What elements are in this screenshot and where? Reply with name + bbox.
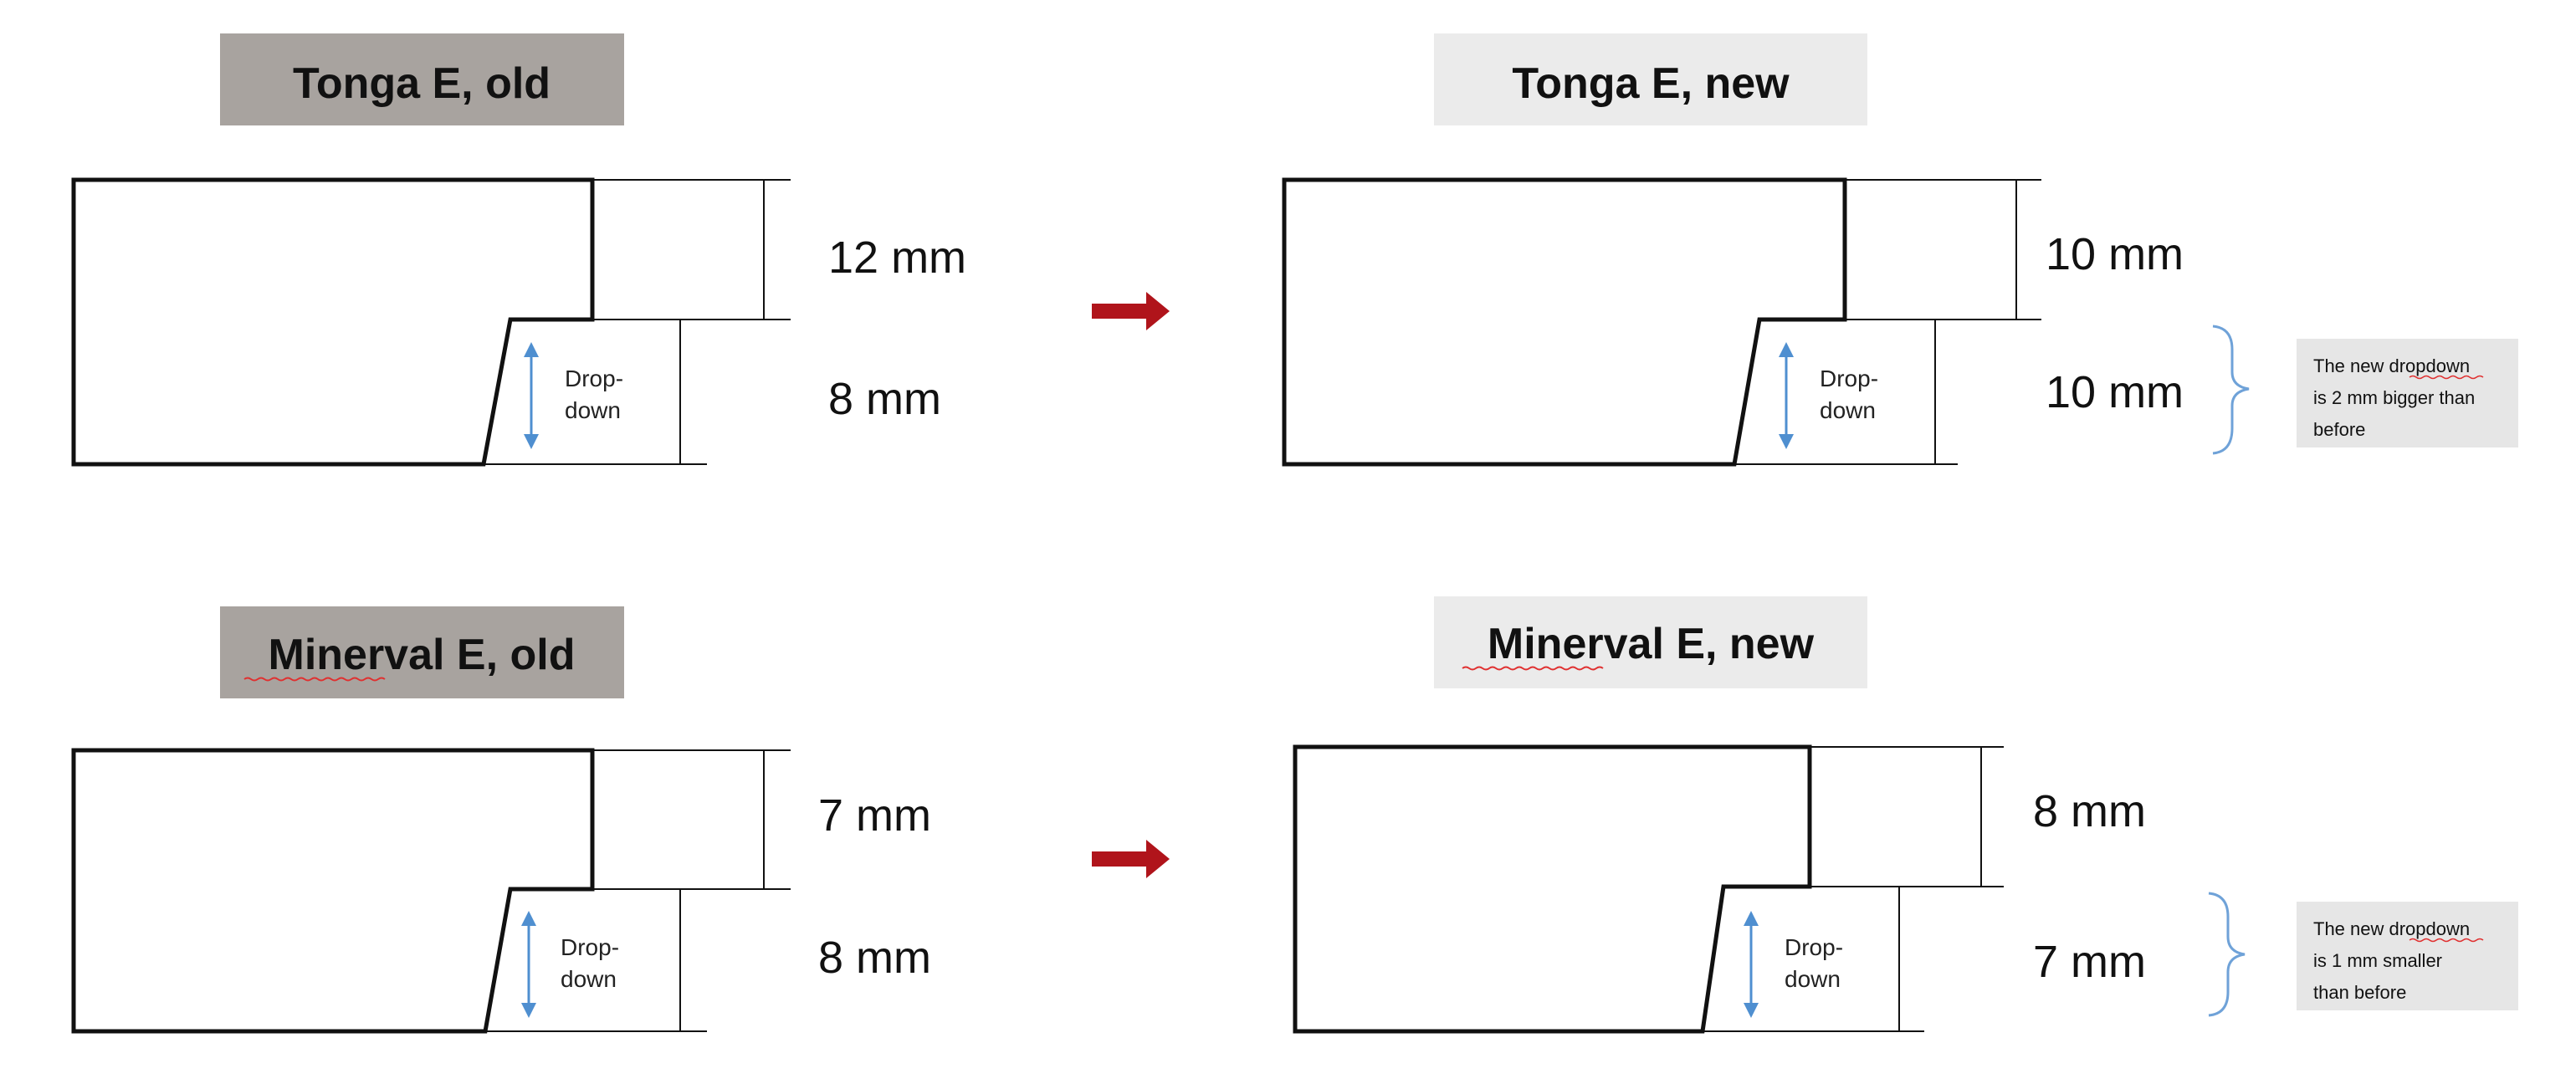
- note-line-2: is 2 mm bigger than: [2313, 387, 2475, 408]
- dimension-bottom-value: 8 mm: [828, 374, 941, 424]
- panel-title: Tonga E, old: [293, 59, 551, 108]
- dropdown-label-line2: down: [561, 966, 617, 992]
- note-line-3: than before: [2313, 982, 2406, 1003]
- profile-outline: [1282, 177, 1847, 467]
- dropdown-label-line2: down: [1820, 397, 1876, 423]
- profile-outline: [71, 177, 595, 467]
- dropdown-label-line1: Drop-: [1785, 934, 1843, 960]
- note-line-1: The new dropdown: [2313, 918, 2470, 939]
- panel-title: Tonga E, new: [1512, 59, 1790, 108]
- dropdown-label-line1: Drop-: [561, 934, 619, 960]
- panel-title: Minerval E, new: [1488, 620, 1815, 668]
- dimension-top-value: 7 mm: [818, 790, 931, 841]
- dropdown-label-line2: down: [565, 397, 621, 423]
- note-background: [2297, 902, 2518, 1010]
- panel-title: Minerval E, old: [269, 631, 576, 679]
- right-arrow-icon: [1092, 840, 1170, 878]
- profile-outline: [1293, 744, 1812, 1034]
- panel-tonga-new: Tonga E, new Drop- down 10 mm 10 mm The …: [1282, 33, 2518, 467]
- profile-outline: [71, 748, 595, 1034]
- dropdown-label-line1: Drop-: [1820, 366, 1878, 391]
- panel-tonga-old: Tonga E, old Drop- down 12 mm 8 mm: [71, 33, 966, 467]
- title-box: [220, 33, 624, 125]
- dimension-bottom-value: 7 mm: [2033, 937, 2146, 987]
- dropdown-label-line2: down: [1785, 966, 1841, 992]
- curly-brace-icon: [2212, 325, 2250, 455]
- dropdown-label-line1: Drop-: [565, 366, 623, 391]
- note-line-3: before: [2313, 419, 2365, 440]
- annotation-note: The new dropdown is 2 mm bigger than bef…: [2297, 339, 2518, 447]
- spellcheck-underline: [1462, 666, 1604, 671]
- dimension-top-value: 10 mm: [2046, 229, 2184, 279]
- note-background: [2297, 339, 2518, 447]
- note-line-1: The new dropdown: [2313, 355, 2470, 376]
- dimension-top-value: 12 mm: [828, 233, 966, 283]
- note-line-2: is 1 mm smaller: [2313, 950, 2442, 971]
- spellcheck-underline: [2409, 375, 2484, 380]
- dimension-bottom-value: 10 mm: [2046, 367, 2184, 417]
- dimension-top-value: 8 mm: [2033, 786, 2146, 836]
- title-box: [220, 606, 624, 698]
- dimension-bottom-value: 8 mm: [818, 933, 931, 983]
- panel-minerval-old: Minerval E, old Drop- down 7 mm 8 mm: [71, 606, 931, 1034]
- right-arrow-icon: [1092, 292, 1170, 330]
- spellcheck-underline: [243, 677, 386, 682]
- annotation-note: The new dropdown is 1 mm smaller than be…: [2297, 902, 2518, 1010]
- spellcheck-underline: [2409, 938, 2484, 943]
- curly-brace-icon: [2208, 892, 2246, 1017]
- title-box: [1434, 33, 1867, 125]
- panel-minerval-new: Minerval E, new Drop- down 8 mm 7 mm The…: [1293, 596, 2518, 1034]
- title-box: [1434, 596, 1867, 688]
